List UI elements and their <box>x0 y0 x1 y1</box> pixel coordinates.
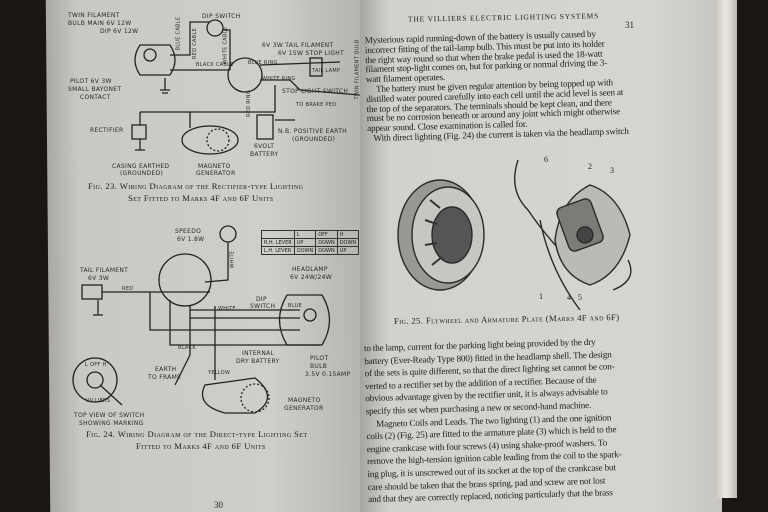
label: CONTACT <box>80 94 111 101</box>
label: 6V 15W STOP LIGHT <box>278 50 345 57</box>
paragraph-3: to the lamp, current for the parking lig… <box>364 334 668 506</box>
label: WHITE <box>218 306 236 312</box>
label: PILOT 6V 3W <box>70 78 112 85</box>
label: RECTIFIER <box>90 127 124 134</box>
fig24-wiring-diagram <box>72 225 331 414</box>
cell: R.H. LEVER <box>261 238 295 247</box>
label: L OFF H <box>85 362 107 368</box>
red-ring-label: RED RING <box>246 89 253 118</box>
callout-5: 5 <box>578 293 582 302</box>
fig24-caption-line1: Fig. 24. Wiring Diagram of the Direct-ty… <box>86 429 308 439</box>
callout-1: 1 <box>539 292 543 301</box>
callout-3: 3 <box>610 166 614 175</box>
label: 6V 3W TAIL FILAMENT <box>262 42 334 49</box>
label: DIP <box>256 296 267 303</box>
label: (GROUNDED) <box>292 136 336 143</box>
callout-2: 2 <box>588 162 592 171</box>
label: VILLIERS <box>86 398 111 404</box>
cell: L.H. LEVER <box>261 246 295 255</box>
label: SPEEDO <box>175 228 202 235</box>
label: PILOT <box>310 355 329 362</box>
label: 6V 1.8W <box>177 236 205 243</box>
label: MAGNETO <box>288 397 321 404</box>
label: DIP SWITCH <box>202 13 241 20</box>
label: TO BRAKE PED <box>296 102 337 108</box>
label: DIP 6V 12W <box>100 28 139 35</box>
label: EARTH <box>155 366 177 373</box>
cell: UP <box>293 238 317 247</box>
label: INTERNAL <box>242 350 275 357</box>
blue-cable-label: BLUE CABLE <box>175 16 182 51</box>
cell: H <box>336 230 360 239</box>
label: GENERATOR <box>284 405 324 412</box>
callout-4: 4 <box>567 293 571 302</box>
label: BLUE RING <box>248 60 278 66</box>
label: 6V 3W <box>88 275 110 282</box>
label: SHOWING MARKING <box>79 420 144 427</box>
cell: DOWN <box>315 246 338 255</box>
label: TOP VIEW OF SWITCH <box>74 412 145 419</box>
fig23-caption-line1: Fig. 23. Wiring Diagram of the Rectifier… <box>88 181 304 191</box>
fig24-caption-line2: Fitted to Marks 4F and 6F Units <box>136 441 266 451</box>
page-number-right: 31 <box>625 20 634 30</box>
fig23-caption-line2: Set Fitted to Marks 4F and 6F Units <box>128 193 274 203</box>
label: BULB <box>310 363 328 370</box>
cell: UP <box>336 246 360 255</box>
fig23-wiring-diagram <box>131 19 360 155</box>
label: 6V 24W/24W <box>290 274 332 281</box>
cell: OFF <box>315 230 338 239</box>
label: BLACK <box>178 345 196 351</box>
label: SWITCH <box>250 303 276 310</box>
cell: L <box>293 230 317 239</box>
page-number-left: 30 <box>214 500 223 510</box>
page-edges <box>715 0 737 498</box>
label: BULB MAIN 6V 12W <box>68 20 132 27</box>
label: N.B. POSITIVE EARTH <box>278 128 347 135</box>
label: WHITE RING <box>262 76 296 82</box>
cell: DOWN <box>336 238 360 247</box>
label: TWIN FILAMENT BULB <box>354 39 361 100</box>
red-cable-label: RED CABLE <box>192 27 199 60</box>
label: TAIL LAMP <box>312 68 341 74</box>
label: TAIL FILAMENT <box>80 267 129 274</box>
label: BLACK CABLE <box>196 62 234 68</box>
label: HEADLAMP <box>292 266 328 273</box>
callout-6: 6 <box>544 155 548 164</box>
label: TWIN FILAMENT <box>68 12 120 19</box>
label: DRY BATTERY <box>236 358 280 365</box>
white-cable-label: WHITE CABLE <box>222 26 229 65</box>
paragraph-1: Mysterious rapid running-down of the bat… <box>365 28 668 144</box>
label: STOP LIGHT SWITCH <box>282 88 349 95</box>
label: RED <box>122 286 134 292</box>
label: GENERATOR <box>196 170 236 177</box>
label: WHITE <box>229 250 236 269</box>
label: TO FRAME <box>148 374 182 381</box>
label: YELLOW <box>208 370 231 376</box>
label: 3.5V 0.15AMP <box>305 371 351 378</box>
fig25-flywheel-armature-illustration <box>397 159 632 310</box>
label: SMALL BAYONET <box>68 86 122 93</box>
label: CASING EARTHED <box>112 163 170 170</box>
cell: DOWN <box>293 246 317 255</box>
label: 6VOLT <box>254 143 275 150</box>
label: MAGNETO <box>198 163 231 170</box>
cell: DOWN <box>315 238 338 247</box>
cell <box>261 230 295 239</box>
label: (GROUNDED) <box>120 170 164 177</box>
label: BLUE <box>288 303 302 309</box>
label: BATTERY <box>250 151 279 158</box>
